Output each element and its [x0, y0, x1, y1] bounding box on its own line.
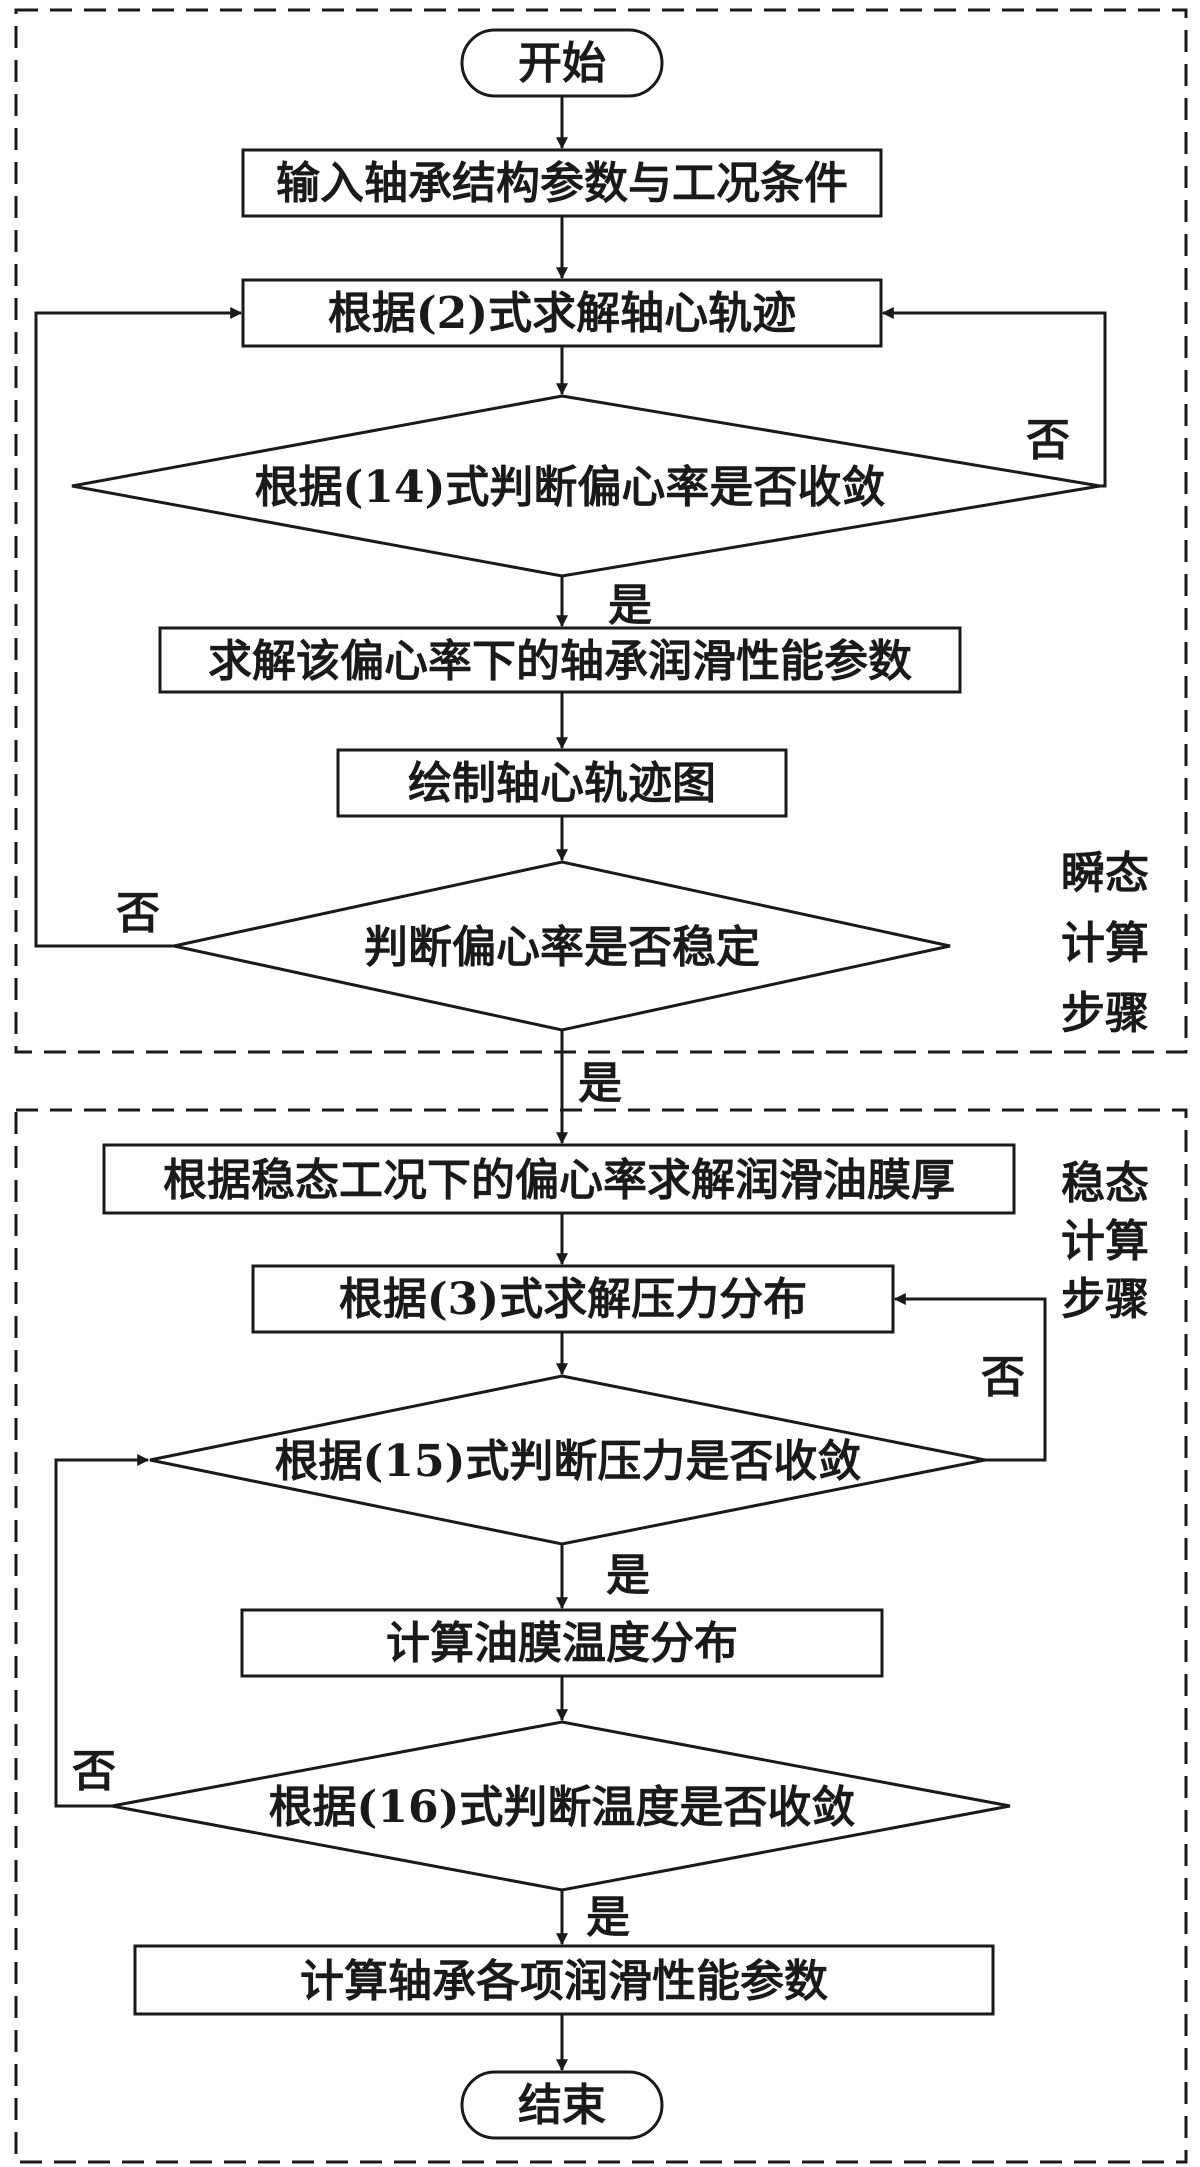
film-thickness-label: 根据稳态工况下的偏心率求解润滑油膜厚: [163, 1155, 955, 1206]
label-yes-pressure-converge: 是: [606, 1550, 650, 1601]
steady-region-label-2: 计算: [1061, 1216, 1149, 1267]
start-label: 开始: [518, 38, 606, 89]
eccentricity-stable-label: 判断偏心率是否稳定: [364, 922, 760, 973]
temperature-box: [240, 1608, 884, 1678]
label-no-eccentricity-stable: 否: [116, 888, 160, 939]
transient-region-label-2: 计算: [1061, 918, 1149, 969]
transient-region-label-1: 瞬态: [1061, 848, 1149, 899]
label-no-temperature-converge: 否: [72, 1746, 116, 1797]
loop-pressure-not-converged: [893, 1293, 1047, 1462]
solve-pressure-box: [251, 1264, 895, 1334]
solve-pressure-label: 根据(3)式求解压力分布: [339, 1274, 807, 1325]
label-no-eccentricity-converge: 否: [1026, 415, 1070, 466]
transient-region-label-3: 步骤: [1061, 988, 1149, 1039]
draw-trajectory-label: 绘制轴心轨迹图: [408, 758, 716, 809]
performance-box: [133, 1944, 995, 2016]
lubrication-params-box: [158, 626, 962, 694]
end-label: 结束: [518, 2080, 606, 2131]
steady-region-box: [14, 1108, 1188, 2164]
steady-region-label-1: 稳态: [1061, 1158, 1149, 1209]
label-yes-eccentricity-stable: 是: [578, 1058, 622, 1109]
solve-trajectory-box: [241, 278, 883, 348]
performance-label: 计算轴承各项润滑性能参数: [300, 1956, 828, 2007]
transient-region-box: [14, 8, 1188, 1054]
label-yes-temperature-converge: 是: [586, 1892, 630, 1943]
solve-trajectory-label: 根据(2)式求解轴心轨迹: [328, 288, 796, 339]
film-thickness-box: [102, 1143, 1016, 1215]
loop-eccentricity-not-converged: [881, 307, 1107, 488]
loop-temperature-not-converged: [54, 1454, 150, 1808]
temperature-convergence-label: 根据(16)式判断温度是否收敛: [269, 1782, 856, 1833]
input-params-label: 输入轴承结构参数与工况条件: [276, 158, 848, 209]
eccentricity-convergence-label: 根据(14)式判断偏心率是否收敛: [255, 462, 886, 513]
pressure-convergence-label: 根据(15)式判断压力是否收敛: [275, 1436, 862, 1487]
loop-eccentricity-not-stable: [34, 307, 243, 948]
label-no-pressure-converge: 否: [981, 1352, 1025, 1403]
input-params-box: [241, 148, 883, 218]
steady-region-label-3: 步骤: [1061, 1274, 1149, 1325]
lubrication-params-label: 求解该偏心率下的轴承润滑性能参数: [208, 636, 912, 687]
draw-trajectory-box: [336, 748, 788, 818]
end-terminal: [460, 2070, 664, 2140]
label-yes-eccentricity-converge: 是: [608, 580, 652, 631]
temperature-label: 计算油膜温度分布: [386, 1618, 738, 1669]
